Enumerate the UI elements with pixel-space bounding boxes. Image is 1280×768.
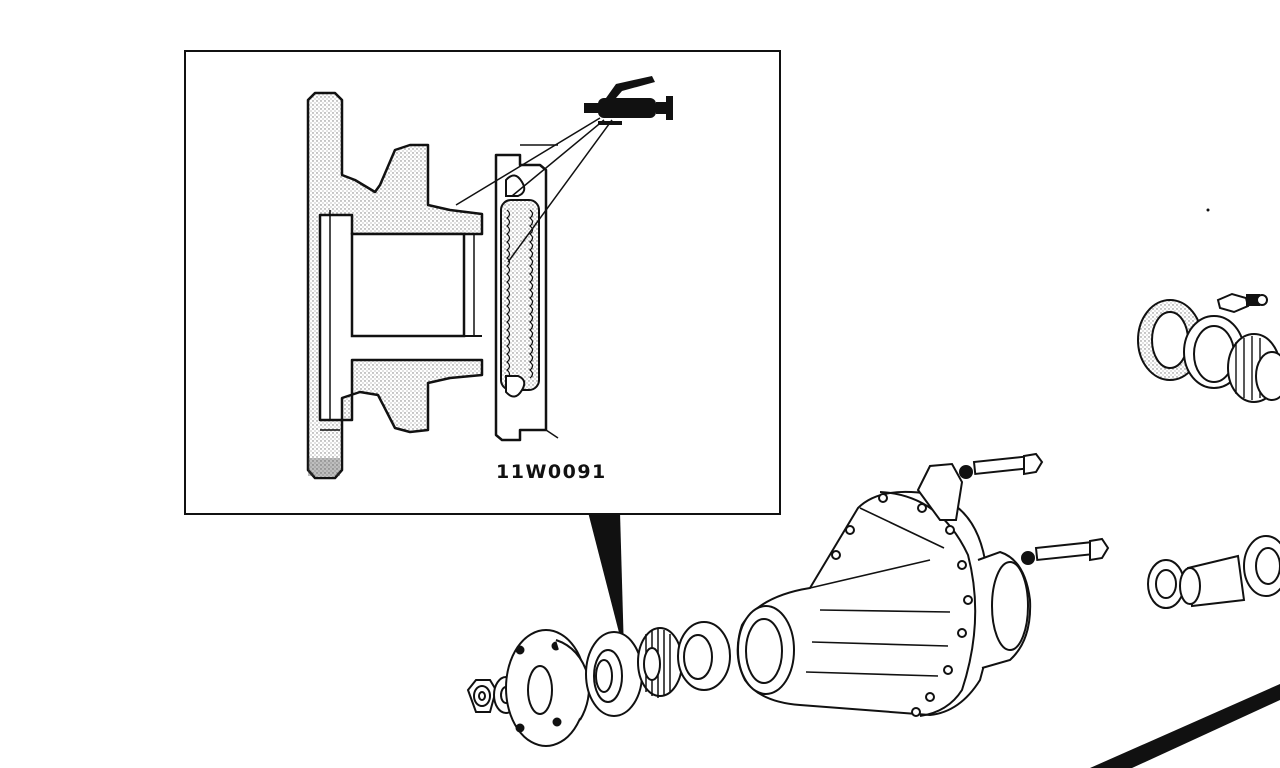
flange-cross-section [306, 91, 484, 480]
companion-flange [505, 629, 590, 747]
front-bearing [637, 627, 683, 698]
oil-seal [585, 631, 643, 717]
grease-leader-lines [455, 117, 613, 263]
callout-pointer [588, 512, 624, 652]
side-bearing-stack-upper [1137, 299, 1280, 403]
inset-frame [184, 50, 781, 515]
carrier-bolt-lower [1021, 537, 1110, 565]
breather-fitting [1216, 292, 1268, 314]
pinion-nut [466, 679, 498, 713]
detail-inset: 11W0091 [184, 50, 781, 515]
grease-gun-icon [584, 76, 673, 125]
side-bearing-stack-lower [1147, 535, 1280, 609]
reference-code-label: 11W0091 [496, 461, 607, 483]
exploded-assembly [466, 208, 1280, 747]
bearing-cup [677, 621, 731, 691]
axle-shaft-edge [1090, 684, 1280, 768]
carrier-bolt-upper [959, 452, 1044, 479]
gear-carrier [736, 462, 1032, 717]
